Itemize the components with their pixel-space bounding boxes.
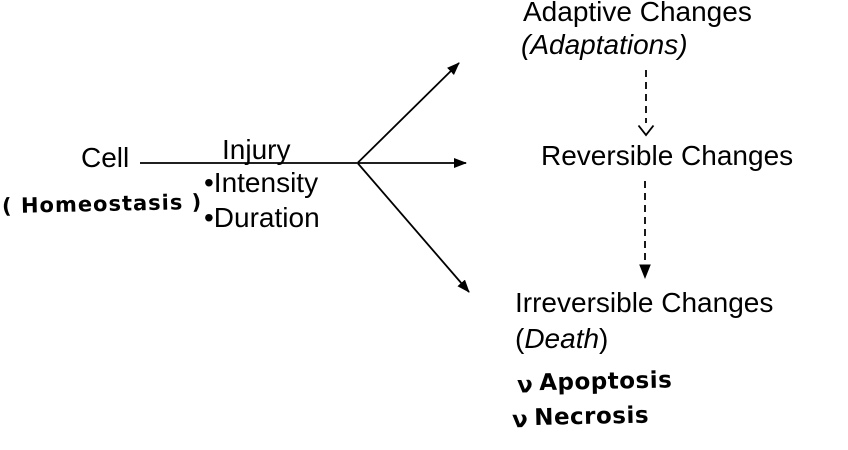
handwritten-bullet-icon: ν bbox=[516, 372, 534, 399]
injury-label: Injury bbox=[222, 134, 291, 165]
injury-bullet-duration: •Duration bbox=[204, 202, 320, 233]
death-subtitle: (Death) bbox=[515, 322, 608, 356]
homeostasis-annotation: ( Homeostasis ) bbox=[1, 189, 203, 219]
irreversible-changes-title: Irreversible Changes bbox=[515, 287, 774, 318]
apoptosis-label: Apoptosis bbox=[538, 367, 673, 397]
necrosis-label: Necrosis bbox=[533, 402, 650, 431]
death-paren-open: ( bbox=[515, 323, 525, 354]
arrow-to-adaptive-icon bbox=[357, 62, 460, 164]
cell-label: Cell bbox=[81, 142, 130, 173]
injury-bullet-intensity: •Intensity bbox=[204, 167, 319, 198]
death-word: Death bbox=[524, 323, 600, 354]
adaptive-changes-title: Adaptive Changes bbox=[523, 0, 752, 27]
adaptive-changes-subtitle: (Adaptations) bbox=[521, 29, 688, 60]
reversible-changes-title: Reversible Changes bbox=[541, 140, 794, 171]
dashed-arrow-adaptive-to-reversible-icon bbox=[637, 70, 655, 137]
arrow-to-irreversible-icon bbox=[357, 162, 470, 293]
handwritten-bullet-icon: ν bbox=[511, 407, 529, 434]
death-paren-close: ) bbox=[599, 323, 609, 354]
dashed-arrow-reversible-to-irreversible-icon bbox=[639, 181, 651, 279]
